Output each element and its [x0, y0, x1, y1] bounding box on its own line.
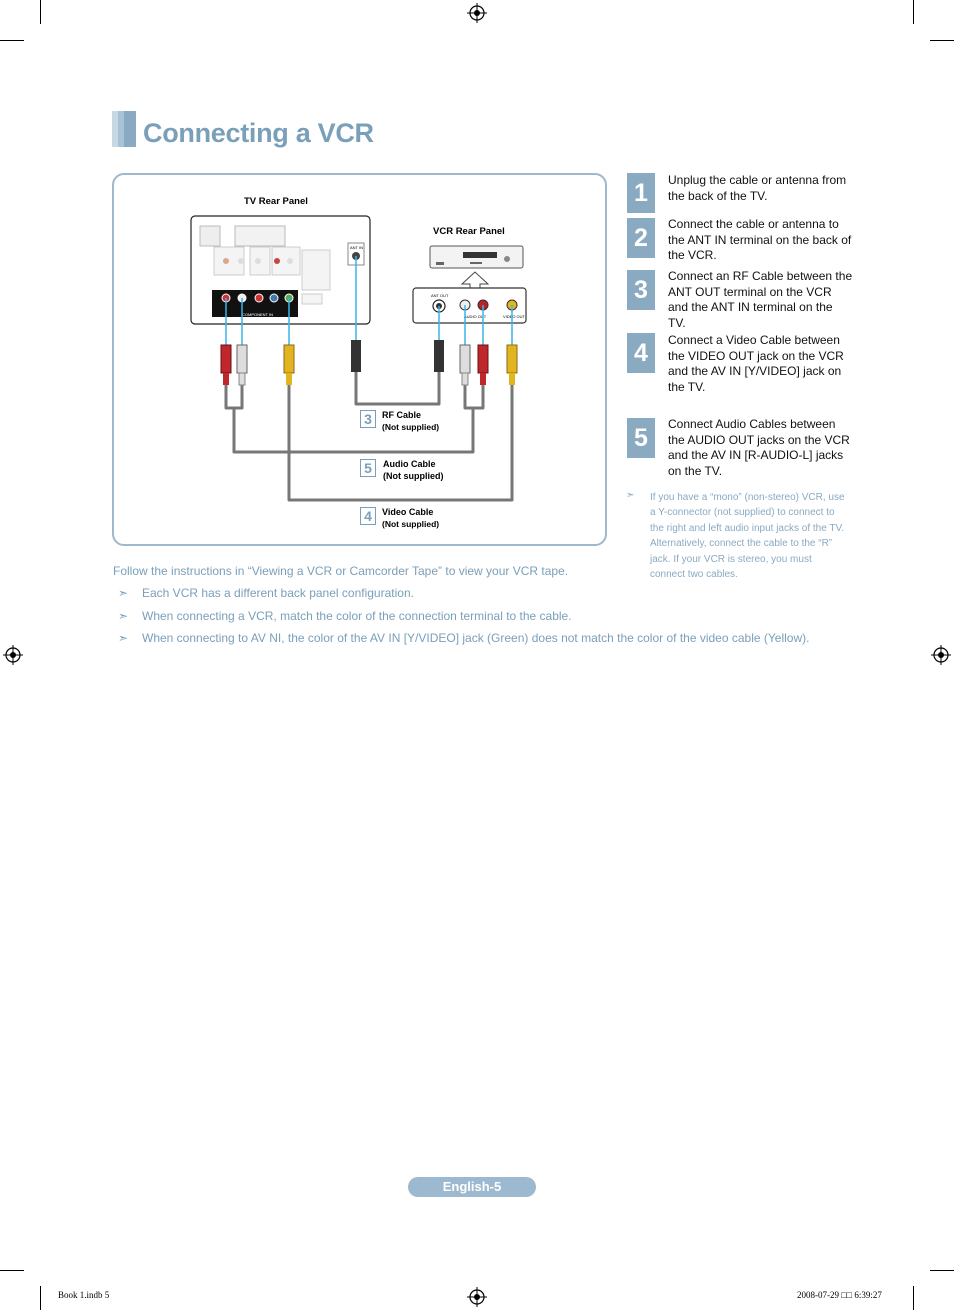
ant-in-text: ANT IN — [350, 245, 363, 250]
note-arrow-icon: ➣ — [118, 586, 129, 600]
step-text: Unplug the cable or antenna from the bac… — [668, 173, 847, 203]
ant-out-text: ANT OUT — [431, 293, 449, 298]
registration-mark-icon — [931, 645, 951, 665]
tv-rear-panel-label: TV Rear Panel — [244, 196, 308, 207]
slug-timestamp: 2008-07-29 □□ 6:39:27 — [797, 1290, 882, 1300]
crop-mark — [0, 1270, 24, 1271]
vcr-rear-panel-label: VCR Rear Panel — [433, 226, 505, 237]
cable-number-badge: 4 — [360, 507, 376, 525]
step-number: 1 — [627, 173, 655, 213]
cable-name: Video Cable — [382, 507, 434, 517]
step-number: 4 — [627, 333, 655, 373]
slug-file: Book 1.indb 5 — [58, 1290, 110, 1300]
registration-mark-icon — [3, 645, 23, 665]
note-arrow-icon: ➣ — [118, 631, 129, 645]
step-number: 5 — [627, 418, 655, 458]
connection-diagram — [112, 173, 607, 546]
note-arrow-icon: ➣ — [118, 609, 129, 623]
crop-mark — [913, 1286, 914, 1310]
cable-number-badge: 5 — [360, 459, 376, 477]
registration-mark-icon — [467, 3, 487, 23]
cable-note: (Not supplied) — [382, 519, 440, 529]
step-text: Connect Audio Cables between the AUDIO O… — [668, 417, 850, 478]
crop-mark — [40, 0, 41, 24]
note-arrow-icon: ➣ — [626, 490, 635, 501]
cable-number-badge: 3 — [360, 410, 376, 428]
crop-mark — [0, 40, 24, 41]
step-number: 3 — [627, 270, 655, 310]
crop-mark — [913, 0, 914, 24]
step-text: Connect the cable or antenna to the ANT … — [668, 217, 852, 262]
crop-mark — [930, 1270, 954, 1271]
side-note: If you have a “mono” (non-stereo) VCR, u… — [650, 492, 845, 581]
step-number: 2 — [627, 218, 655, 258]
step-text: Connect an RF Cable between the ANT OUT … — [668, 269, 853, 330]
page-title: Connecting a VCR — [143, 118, 374, 148]
component-in-text: COMPONENT IN — [242, 312, 273, 317]
note-item: When connecting a VCR, match the color o… — [142, 609, 572, 623]
note-item: When connecting to AV NI, the color of t… — [142, 631, 810, 645]
cable-name: Audio Cable — [383, 459, 436, 469]
registration-mark-icon — [467, 1287, 487, 1307]
audio-out-text: AUDIO OUT — [464, 314, 487, 319]
page-number-badge: English-5 — [408, 1177, 536, 1197]
rf-cable-label: RF Cable (Not supplied) — [382, 409, 439, 433]
cable-name: RF Cable — [382, 410, 422, 420]
diagram-illustration: COMPONENT IN ANT IN ANT OUT AUDIO OUT VI… — [190, 215, 527, 502]
title-accent-bar — [112, 111, 136, 147]
follow-instructions: Follow the instructions in “Viewing a VC… — [113, 564, 569, 578]
cable-note: (Not supplied) — [383, 471, 444, 481]
video-out-text: VIDEO OUT — [503, 314, 526, 319]
step-text: Connect a Video Cable between the VIDEO … — [668, 333, 844, 394]
cable-note: (Not supplied) — [382, 422, 440, 432]
audio-cable-label: Audio Cable (Not supplied) — [383, 458, 444, 482]
crop-mark — [930, 40, 954, 41]
video-cable-label: Video Cable (Not supplied) — [382, 506, 439, 530]
crop-mark — [40, 1286, 41, 1310]
note-item: Each VCR has a different back panel conf… — [142, 586, 414, 600]
